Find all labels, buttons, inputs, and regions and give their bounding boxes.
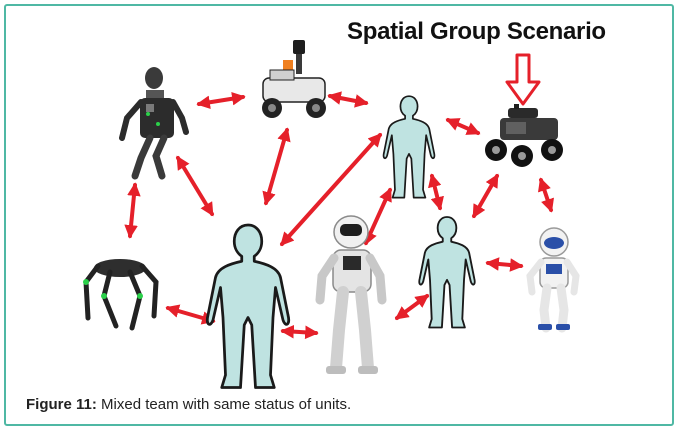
down-arrow-icon (507, 55, 539, 104)
human-silhouette-icon (384, 96, 435, 197)
connection-arrow (448, 120, 478, 133)
nao-robot-icon (530, 228, 576, 330)
connection-arrow (541, 180, 551, 210)
figure-caption-text: Mixed team with same status of units. (101, 396, 351, 413)
figure-caption: Figure 11: Mixed team with same status o… (26, 396, 351, 413)
legged-robot-icon (83, 259, 156, 328)
connection-arrow (474, 176, 497, 216)
rover-robot-icon (485, 104, 563, 167)
human-silhouette-icon (419, 217, 474, 328)
connection-arrow (432, 176, 440, 208)
connection-arrow (178, 158, 212, 214)
connection-arrow (283, 331, 316, 333)
scenario-title: Spatial Group Scenario (347, 18, 606, 46)
connection-arrow (130, 185, 135, 236)
connection-arrow (366, 190, 390, 243)
wheeled-robot-icon (262, 40, 326, 118)
asimo-robot-icon (320, 216, 382, 374)
human-silhouette-icon (207, 225, 288, 388)
humanoid-robot-icon (122, 67, 186, 176)
connection-arrow (397, 296, 427, 318)
figure-label: Figure 11: (26, 396, 97, 413)
connection-arrow (488, 263, 521, 266)
connection-arrow (266, 130, 287, 203)
connection-arrow (330, 96, 366, 103)
connection-arrow (199, 97, 243, 104)
